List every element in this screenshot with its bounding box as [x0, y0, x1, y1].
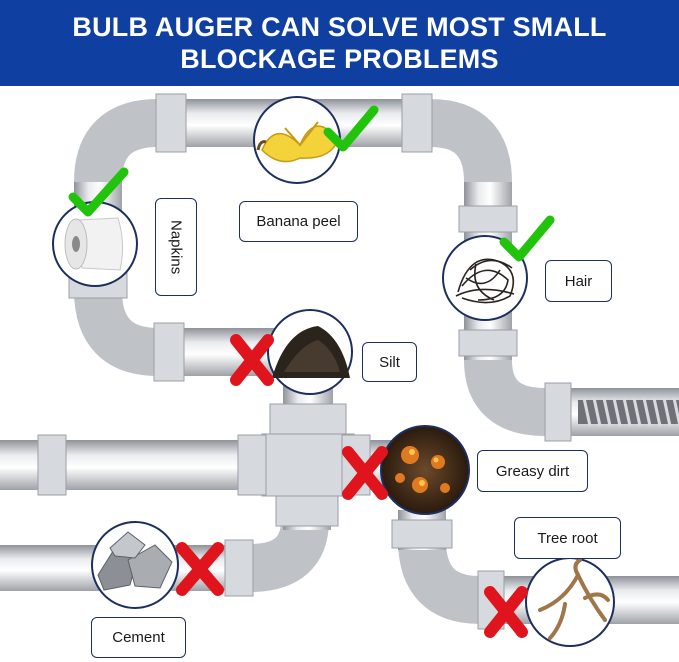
pipe-fittings [37, 93, 572, 630]
banana-peel-icon [253, 96, 341, 184]
cross-marks [176, 334, 528, 638]
title-line-1: BULB AUGER CAN SOLVE MOST SMALL [72, 12, 607, 42]
label-greasy-dirt: Greasy dirt [477, 450, 588, 492]
silt-icon [267, 309, 353, 395]
tree-root-icon [525, 557, 615, 647]
cement-icon [91, 521, 179, 609]
cross-mark-icon [342, 446, 388, 500]
cross-mark-icon [176, 542, 224, 596]
check-mark-icon [68, 167, 129, 217]
auger-spring-icon [578, 397, 679, 427]
label-hair: Hair [545, 260, 612, 302]
greasy-dirt-icon [380, 425, 470, 515]
cross-mark-icon [230, 334, 274, 386]
cross-mark-icon [484, 586, 528, 638]
label-tree-root: Tree root [514, 517, 621, 559]
title-line-2: BLOCKAGE PROBLEMS [180, 44, 499, 74]
check-marks [68, 105, 555, 262]
label-banana-peel: Banana peel [239, 201, 358, 242]
label-napkins: Napkins [155, 198, 197, 296]
check-mark-icon [499, 215, 555, 262]
label-silt: Silt [362, 342, 417, 382]
check-mark-icon [323, 105, 379, 152]
label-cement: Cement [91, 617, 186, 658]
hair-icon [442, 235, 528, 321]
title-banner: BULB AUGER CAN SOLVE MOST SMALL BLOCKAGE… [0, 0, 679, 86]
napkin-roll-icon [52, 201, 138, 287]
